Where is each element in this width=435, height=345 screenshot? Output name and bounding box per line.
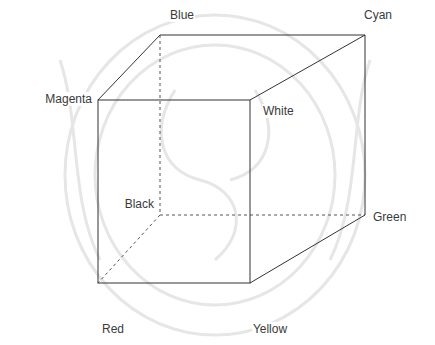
vertex-label: Blue bbox=[169, 8, 195, 22]
vertex-label: Black bbox=[124, 197, 155, 211]
vertex-label: Cyan bbox=[363, 8, 393, 22]
vertex-label: White bbox=[262, 104, 295, 118]
vertex-label: Magenta bbox=[44, 92, 93, 106]
visible-edges bbox=[98, 35, 365, 283]
vertex-label: Green bbox=[372, 210, 407, 224]
watermark-seal bbox=[60, 15, 370, 335]
hidden-edges bbox=[98, 35, 365, 283]
vertex-label: Red bbox=[101, 322, 125, 336]
vertex-label: Yellow bbox=[252, 322, 288, 336]
